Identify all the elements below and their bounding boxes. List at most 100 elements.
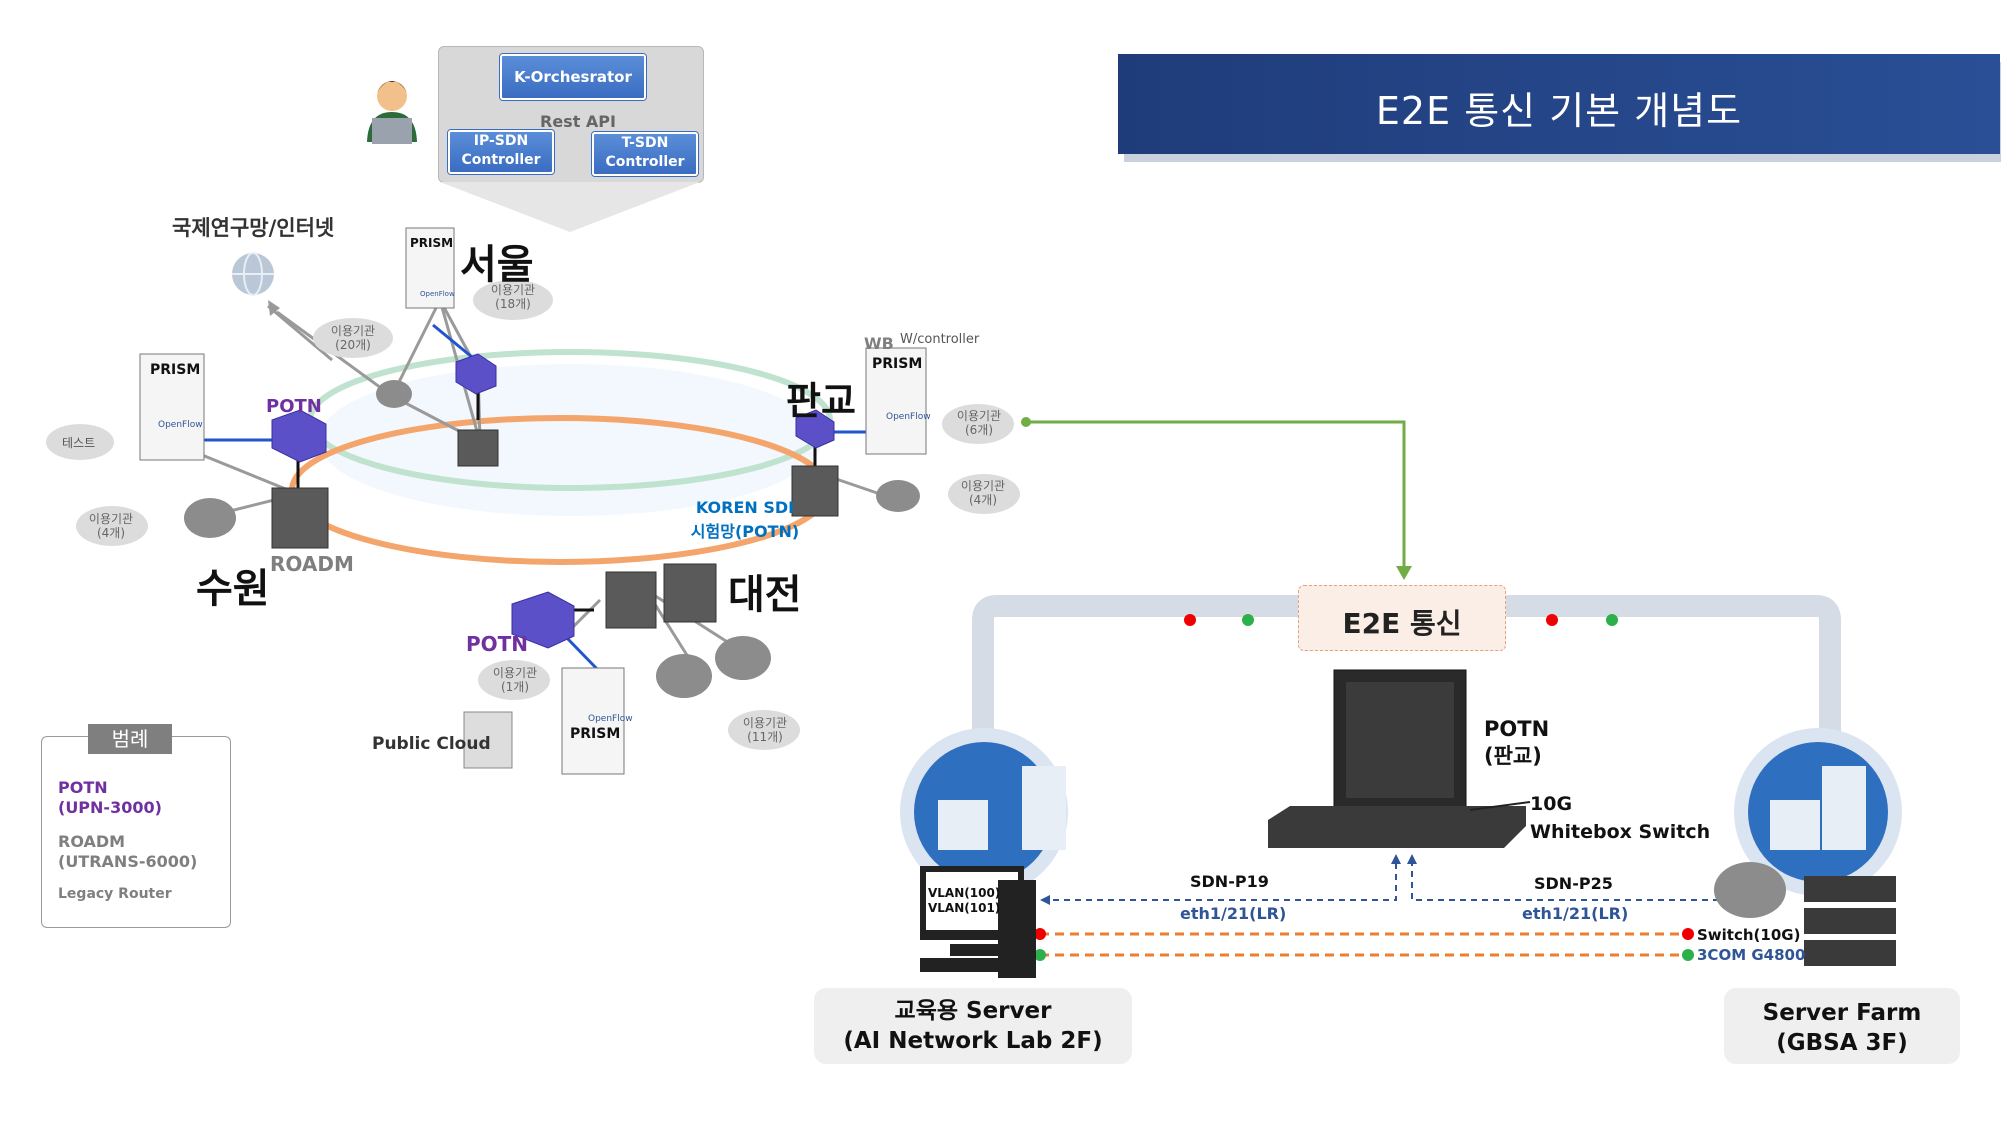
public-cloud-label: Public Cloud xyxy=(372,734,491,754)
vlan-red-right xyxy=(1682,928,1694,940)
legend-roadm-l1: ROADM xyxy=(58,832,126,851)
wb-controller-label: W/controller xyxy=(900,332,980,347)
e2e-label: E2E 통신 xyxy=(1342,607,1462,640)
internet-arrowhead xyxy=(268,300,280,316)
prism-label-pangyo: PRISM xyxy=(872,356,923,372)
vlan-green-right xyxy=(1682,949,1694,961)
org-suwon-l2: (4개) xyxy=(96,526,126,540)
org-cloud-north: 이용기관 (20개) xyxy=(328,324,378,352)
potn-pangyo-label: POTN (판교) xyxy=(1484,716,1549,770)
legend-box xyxy=(41,736,231,928)
sdn-up-arrow-2 xyxy=(1407,854,1417,864)
potn-chassis-icon xyxy=(1333,669,1467,811)
whitebox-l1: 10G xyxy=(1530,793,1573,815)
vlan-green-left xyxy=(1034,949,1046,961)
whitebox-switch-icon xyxy=(1268,806,1526,848)
org-pangyo-l2: (6개) xyxy=(964,423,994,437)
legend-roadm-l2: (UTRANS-6000) xyxy=(58,852,198,871)
potn-label-2: POTN xyxy=(466,632,529,656)
switch-label: Switch(10G) xyxy=(1697,926,1801,944)
org-daejeon2-l1: 이용기관 xyxy=(742,716,788,730)
legend-potn-l1: POTN xyxy=(58,778,108,797)
suwon-label: 수원 xyxy=(196,566,270,612)
potn-devices xyxy=(271,353,835,649)
org-seoul-l2: (18개) xyxy=(495,297,531,311)
status-red-left xyxy=(1184,614,1196,626)
eth-right-label: eth1/21(LR) xyxy=(1522,904,1629,923)
vlan-100: VLAN(100) xyxy=(928,886,1001,900)
status-green-right xyxy=(1606,614,1618,626)
server-rack-icon xyxy=(1804,876,1896,966)
openflow-label-daejeon: OpenFlow xyxy=(588,714,633,724)
org-cloud-pangyo: 이용기관 (6개) xyxy=(954,409,1004,437)
org-north-l1: 이용기관 xyxy=(330,324,376,338)
right-location-label: Server Farm (GBSA 3F) xyxy=(1724,998,1960,1058)
eth-left-label: eth1/21(LR) xyxy=(1180,904,1287,923)
vlan-label: VLAN(100) VLAN(101) xyxy=(928,886,1000,916)
user-icon xyxy=(367,81,417,144)
t-sdn-controller-button[interactable]: T-SDN Controller xyxy=(592,132,698,176)
sdn-links xyxy=(1042,860,1738,901)
switch-router-icon xyxy=(1714,862,1786,918)
sdn-left-label: SDN-P19 xyxy=(1190,872,1269,891)
rest-api-label: Rest API xyxy=(540,112,616,131)
t-sdn-label-2: Controller xyxy=(605,154,685,170)
ip-sdn-controller-button[interactable]: IP-SDN Controller xyxy=(448,130,554,174)
building-right-icon xyxy=(1734,728,1902,896)
e2e-label-box: E2E 통신 xyxy=(1298,585,1506,651)
org-suwon-l1: 이용기관 xyxy=(88,512,134,526)
openflow-label-pangyo: OpenFlow xyxy=(886,412,931,422)
org-pangyo2-l1: 이용기관 xyxy=(960,479,1006,493)
legend-roadm-text: ROADM (UTRANS-6000) xyxy=(58,832,197,872)
right-location-box: Server Farm (GBSA 3F) xyxy=(1724,988,1960,1064)
openflow-label-suwon: OpenFlow xyxy=(158,420,203,430)
legend-router-text: Legacy Router xyxy=(58,886,172,902)
orchestrator-funnel xyxy=(440,182,700,232)
org-cloud-daejeon-2: 이용기관 (11개) xyxy=(740,716,790,744)
prism-panels xyxy=(139,227,927,775)
org-pangyo-l1: 이용기관 xyxy=(956,409,1002,423)
org-daejeon1-l1: 이용기관 xyxy=(492,666,538,680)
wb-pointer xyxy=(1469,801,1531,811)
public-cloud-server-icon xyxy=(463,711,513,769)
prism-label-seoul: PRISM xyxy=(410,236,454,250)
seoul-label: 서울 xyxy=(460,242,534,288)
wb-label: WB xyxy=(864,334,894,353)
router-devices xyxy=(184,380,920,698)
koren-label-2: 시험망(POTN) xyxy=(690,522,800,541)
koren-label-1: KOREN SDI xyxy=(695,498,795,517)
roadm-label: ROADM xyxy=(270,552,354,576)
test-label: 테스트 xyxy=(62,436,96,450)
page-title: E2E 통신 기본 개념도 xyxy=(1375,89,1743,133)
potn-label-1: POTN xyxy=(266,396,322,417)
org-daejeon1-l2: (1개) xyxy=(500,680,530,694)
globe-icon xyxy=(232,252,274,296)
green-link-arrowhead xyxy=(1396,566,1412,580)
legend-potn-text: POTN (UPN-3000) xyxy=(58,778,162,818)
org-daejeon2-l2: (11개) xyxy=(747,730,783,744)
daejeon-label: 대전 xyxy=(728,572,802,618)
org-cloud-seoul: 이용기관 (18개) xyxy=(488,283,538,311)
title-banner: E2E 통신 기본 개념도 xyxy=(1118,54,2000,154)
internet-label: 국제연구망/인터넷 xyxy=(172,216,335,240)
vlan-101: VLAN(101) xyxy=(928,901,1001,915)
org-clouds xyxy=(46,280,1020,750)
left-location-label: 교육용 Server (AI Network Lab 2F) xyxy=(814,996,1132,1056)
left-location-l1: 교육용 Server xyxy=(894,998,1052,1024)
whitebox-l2: Whitebox Switch xyxy=(1530,821,1711,843)
k-orchestrator-label: K-Orchesrator xyxy=(514,68,632,86)
left-location-box: 교육용 Server (AI Network Lab 2F) xyxy=(814,988,1132,1064)
right-location-l1: Server Farm xyxy=(1762,1000,1922,1026)
org-north-l2: (20개) xyxy=(335,338,371,352)
k-orchestrator-button[interactable]: K-Orchesrator xyxy=(500,54,646,100)
ip-sdn-label-1: IP-SDN xyxy=(473,133,529,149)
sdn-left-arrow xyxy=(1040,895,1050,905)
pc-icon xyxy=(920,866,1036,978)
legend-tag: 범례 xyxy=(88,724,172,754)
org-cloud-suwon: 이용기관 (4개) xyxy=(86,512,136,540)
green-link-start xyxy=(1021,417,1031,427)
org-cloud-pangyo-2: 이용기관 (4개) xyxy=(958,479,1008,507)
prism-label-daejeon: PRISM xyxy=(570,726,621,742)
